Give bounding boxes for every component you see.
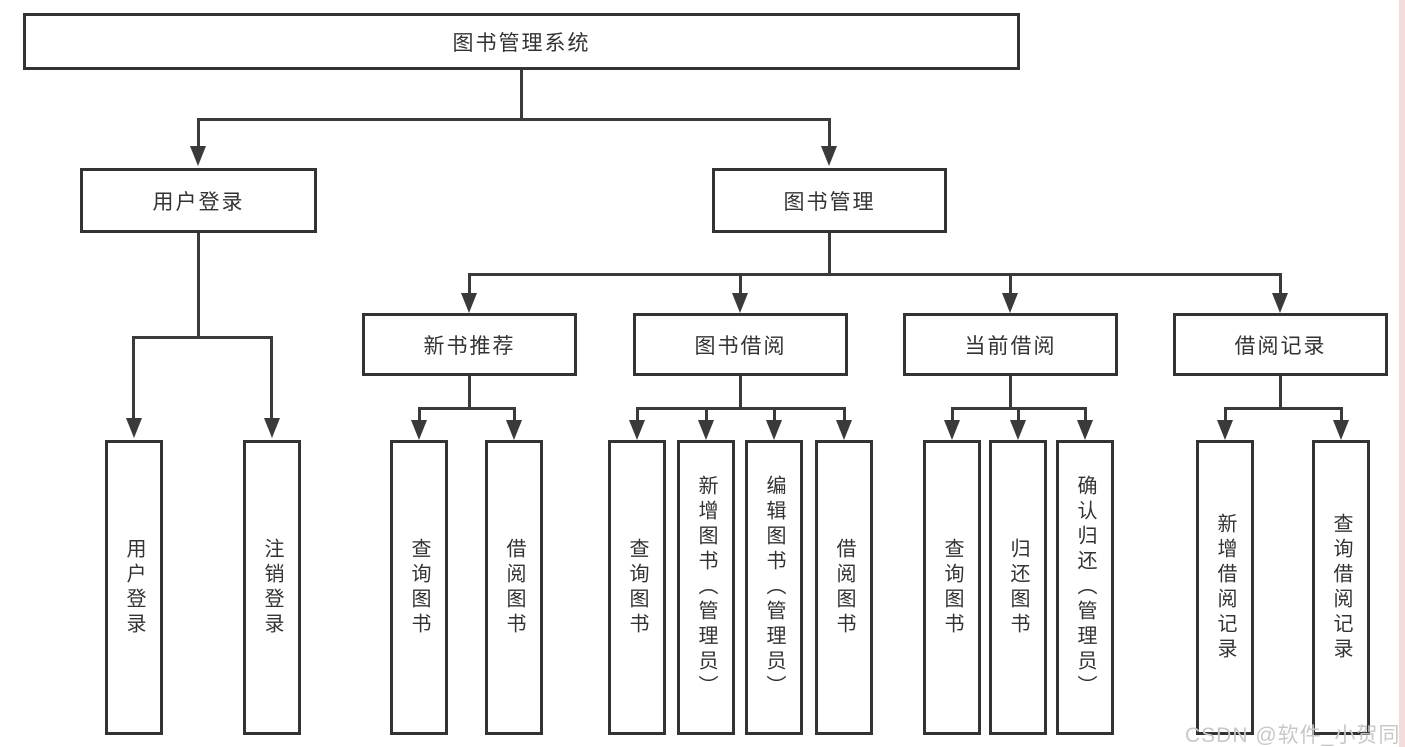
connector-line bbox=[1224, 407, 1343, 410]
arrowhead-down-icon bbox=[1333, 420, 1349, 440]
node-new-book-recommend-label: 新书推荐 bbox=[423, 334, 516, 358]
connector-line bbox=[705, 407, 708, 420]
connector-line bbox=[1224, 407, 1227, 420]
leaf-bb-borrow-books-label: 借阅图书 bbox=[833, 537, 855, 638]
leaf-bb-edit-books-admin-label: 编辑图书（管理员） bbox=[763, 475, 785, 700]
node-user-login: 用户登录 bbox=[80, 168, 317, 233]
node-book-management-label: 图书管理 bbox=[783, 190, 876, 214]
leaf-nbr-borrow-books: 借阅图书 bbox=[485, 440, 543, 735]
leaf-br-query-record-label: 查询借阅记录 bbox=[1330, 512, 1352, 663]
arrowhead-down-icon bbox=[1077, 420, 1093, 440]
connector-line bbox=[1009, 273, 1012, 293]
arrowhead-down-icon bbox=[766, 420, 782, 440]
node-borrow-records-label: 借阅记录 bbox=[1234, 334, 1327, 358]
leaf-cb-confirm-return-admin: 确认归还（管理员） bbox=[1056, 440, 1114, 735]
connector-line bbox=[418, 407, 421, 420]
connector-line bbox=[636, 407, 846, 410]
connector-line bbox=[132, 336, 273, 339]
leaf-user-login: 用户登录 bbox=[105, 440, 163, 735]
connector-line bbox=[197, 118, 200, 146]
connector-line bbox=[1279, 273, 1282, 293]
leaf-bb-edit-books-admin: 编辑图书（管理员） bbox=[745, 440, 803, 735]
leaf-bb-borrow-books: 借阅图书 bbox=[815, 440, 873, 735]
arrowhead-down-icon bbox=[1272, 293, 1288, 313]
arrowhead-down-icon bbox=[944, 420, 960, 440]
connector-line bbox=[1340, 407, 1343, 420]
leaf-cb-query-books: 查询图书 bbox=[923, 440, 981, 735]
node-book-management: 图书管理 bbox=[712, 168, 947, 233]
node-current-borrow: 当前借阅 bbox=[903, 313, 1118, 376]
leaf-br-add-record-label: 新增借阅记录 bbox=[1214, 512, 1236, 663]
leaf-user-login-label: 用户登录 bbox=[123, 537, 145, 638]
node-new-book-recommend: 新书推荐 bbox=[362, 313, 577, 376]
node-borrow-records: 借阅记录 bbox=[1173, 313, 1388, 376]
arrowhead-down-icon bbox=[821, 146, 837, 166]
connector-line bbox=[197, 118, 831, 121]
arrowhead-down-icon bbox=[506, 420, 522, 440]
connector-line bbox=[468, 273, 471, 293]
right-edge-strip bbox=[1399, 0, 1405, 747]
connector-line bbox=[828, 118, 831, 146]
arrowhead-down-icon bbox=[1217, 420, 1233, 440]
connector-line bbox=[739, 376, 742, 407]
connector-line bbox=[513, 407, 516, 420]
connector-line bbox=[197, 233, 200, 336]
connector-line bbox=[843, 407, 846, 420]
node-root-system: 图书管理系统 bbox=[23, 13, 1020, 70]
connector-line bbox=[828, 233, 831, 273]
node-book-borrow: 图书借阅 bbox=[633, 313, 848, 376]
connector-line bbox=[520, 70, 523, 118]
arrowhead-down-icon bbox=[732, 293, 748, 313]
leaf-br-add-record: 新增借阅记录 bbox=[1196, 440, 1254, 735]
connector-line bbox=[773, 407, 776, 420]
node-user-login-label: 用户登录 bbox=[152, 190, 245, 214]
connector-line bbox=[1009, 376, 1012, 407]
connector-line bbox=[636, 407, 639, 420]
node-book-borrow-label: 图书借阅 bbox=[694, 334, 787, 358]
arrowhead-down-icon bbox=[1002, 293, 1018, 313]
arrowhead-down-icon bbox=[411, 420, 427, 440]
leaf-cb-return-books-label: 归还图书 bbox=[1007, 537, 1029, 638]
arrowhead-down-icon bbox=[629, 420, 645, 440]
leaf-nbr-borrow-books-label: 借阅图书 bbox=[503, 537, 525, 638]
connector-line bbox=[468, 273, 1282, 276]
leaf-br-query-record: 查询借阅记录 bbox=[1312, 440, 1370, 735]
arrowhead-down-icon bbox=[836, 420, 852, 440]
leaf-bb-add-books-admin: 新增图书（管理员） bbox=[677, 440, 735, 735]
connector-line bbox=[1017, 407, 1020, 420]
arrowhead-down-icon bbox=[1010, 420, 1026, 440]
leaf-cb-query-books-label: 查询图书 bbox=[941, 537, 963, 638]
leaf-nbr-query-books: 查询图书 bbox=[390, 440, 448, 735]
leaf-nbr-query-books-label: 查询图书 bbox=[408, 537, 430, 638]
connector-line bbox=[951, 407, 954, 420]
arrowhead-down-icon bbox=[126, 418, 142, 438]
node-root-label: 图书管理系统 bbox=[452, 31, 591, 55]
watermark: CSDN @软件_小贺同学 bbox=[1185, 724, 1405, 747]
leaf-logout-label: 注销登录 bbox=[261, 537, 283, 638]
connector-line bbox=[418, 407, 516, 410]
arrowhead-down-icon bbox=[461, 293, 477, 313]
leaf-logout: 注销登录 bbox=[243, 440, 301, 735]
arrowhead-down-icon bbox=[264, 418, 280, 438]
leaf-cb-return-books: 归还图书 bbox=[989, 440, 1047, 735]
node-current-borrow-label: 当前借阅 bbox=[964, 334, 1057, 358]
connector-line bbox=[1279, 376, 1282, 407]
arrowhead-down-icon bbox=[698, 420, 714, 440]
connector-line bbox=[1084, 407, 1087, 420]
arrowhead-down-icon bbox=[190, 146, 206, 166]
leaf-bb-query-books: 查询图书 bbox=[608, 440, 666, 735]
connector-line bbox=[468, 376, 471, 407]
connector-line bbox=[739, 273, 742, 293]
leaf-bb-add-books-admin-label: 新增图书（管理员） bbox=[695, 475, 717, 700]
connector-line bbox=[270, 336, 273, 418]
leaf-bb-query-books-label: 查询图书 bbox=[626, 537, 648, 638]
connector-line bbox=[132, 336, 135, 418]
leaf-cb-confirm-return-admin-label: 确认归还（管理员） bbox=[1074, 475, 1096, 700]
